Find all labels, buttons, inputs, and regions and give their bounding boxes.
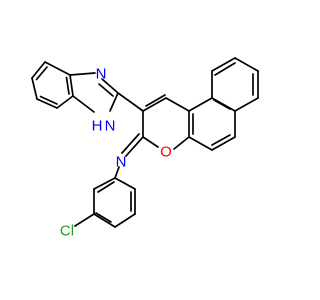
atom-n-imidazole-nh: N bbox=[105, 118, 116, 135]
atom-h-imidazole: H bbox=[92, 118, 103, 135]
molecule-canvas: N H N O N Cl bbox=[31, 57, 259, 240]
bond-lines bbox=[31, 57, 259, 228]
atom-o-pyran: O bbox=[160, 144, 172, 161]
atom-chlorine: Cl bbox=[60, 223, 74, 240]
chemical-structure-diagram: N H N O N Cl bbox=[31, 57, 259, 240]
atom-n-imidazole: N bbox=[96, 66, 107, 83]
atom-n-imine: N bbox=[116, 154, 127, 171]
